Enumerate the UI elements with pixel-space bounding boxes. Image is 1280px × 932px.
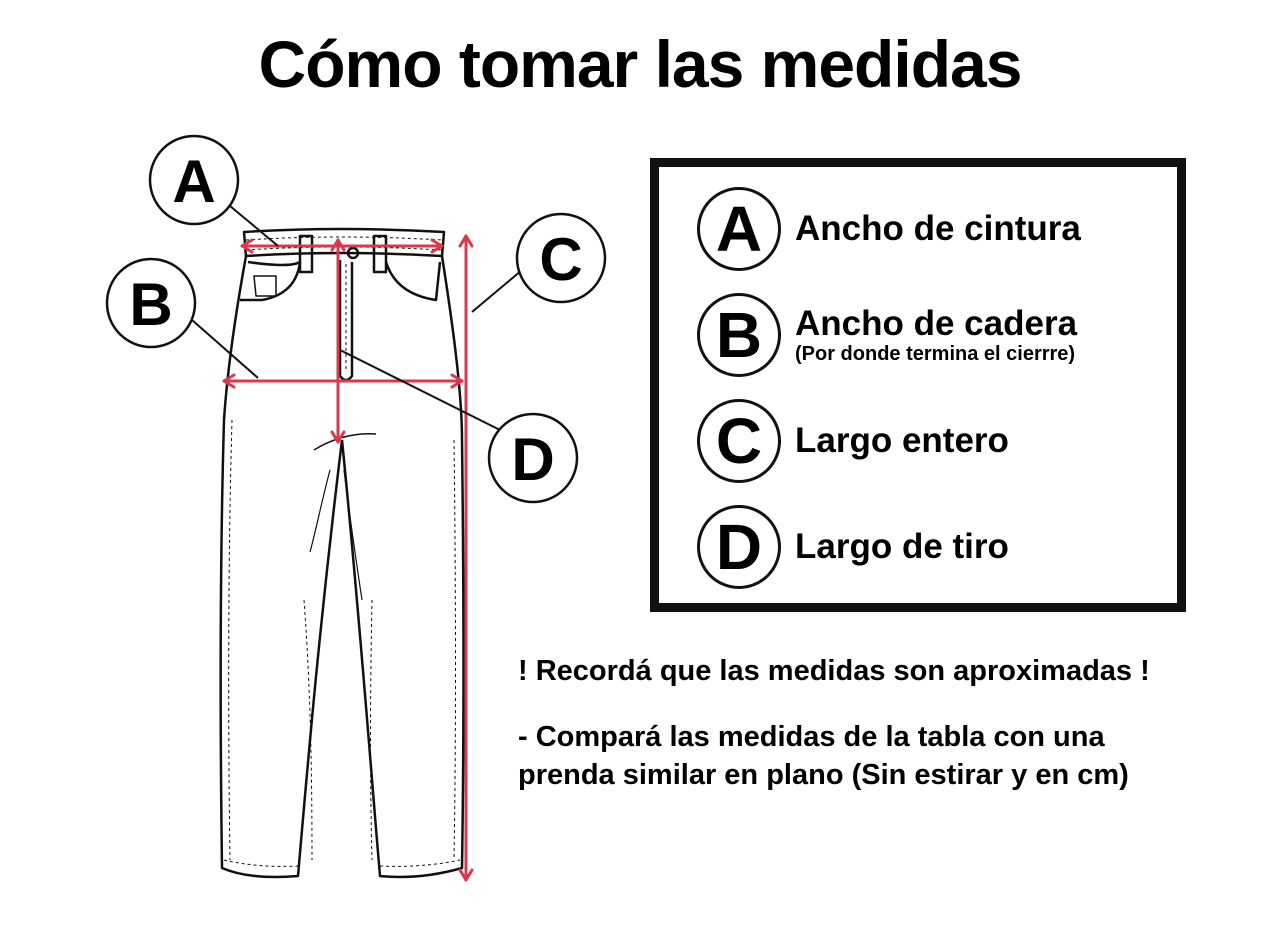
legend-circle-c: C: [697, 399, 781, 483]
legend-note-b: (Por donde termina el cierrre): [795, 343, 1076, 366]
callout-b-letter: B: [129, 271, 172, 338]
legend-text-a: Ancho de cintura: [795, 208, 1081, 249]
callout-c-letter: C: [539, 226, 582, 293]
legend-text-c: Largo entero: [795, 420, 1009, 461]
legend-label-a: Ancho de cintura: [795, 208, 1081, 248]
measurement-lines: [222, 234, 474, 882]
callout-b: B: [105, 257, 197, 349]
compare-note-line-1: - Compará las medidas de la tabla con un…: [518, 721, 1105, 753]
legend-circle-b: B: [697, 293, 781, 377]
legend-text-d: Largo de tiro: [795, 526, 1009, 567]
pants-illustration: [219, 227, 465, 879]
legend-item-d: D Largo de tiro: [697, 505, 1009, 589]
callout-a-letter: A: [172, 148, 215, 215]
legend-label-b: Ancho de cadera: [795, 303, 1078, 343]
compare-note-line-2: prenda similar en plano (Sin estirar y e…: [518, 759, 1129, 791]
legend-item-c: C Largo entero: [697, 399, 1009, 483]
reminder-note: ! Recordá que las medidas son aproximada…: [518, 655, 1150, 687]
legend-item-a: A Ancho de cintura: [697, 187, 1081, 271]
legend-circle-d: D: [697, 505, 781, 589]
callout-d-letter: D: [511, 426, 554, 493]
measurement-legend: A Ancho de cintura B Ancho de cadera (Po…: [650, 158, 1186, 612]
page-title: Cómo tomar las medidas: [258, 27, 1023, 101]
leader-lines: [191, 205, 523, 431]
legend-label-d: Largo de tiro: [795, 526, 1009, 566]
legend-label-c: Largo entero: [795, 420, 1009, 460]
callout-c: C: [515, 212, 607, 304]
callout-a: A: [148, 134, 240, 226]
measurement-notes: ! Recordá que las medidas son aproximada…: [518, 652, 1238, 794]
legend-circle-a: A: [697, 187, 781, 271]
callout-d: D: [487, 412, 579, 504]
legend-text-b: Ancho de cadera (Por donde termina el ci…: [795, 303, 1078, 366]
legend-item-b: B Ancho de cadera (Por donde termina el …: [697, 293, 1077, 377]
